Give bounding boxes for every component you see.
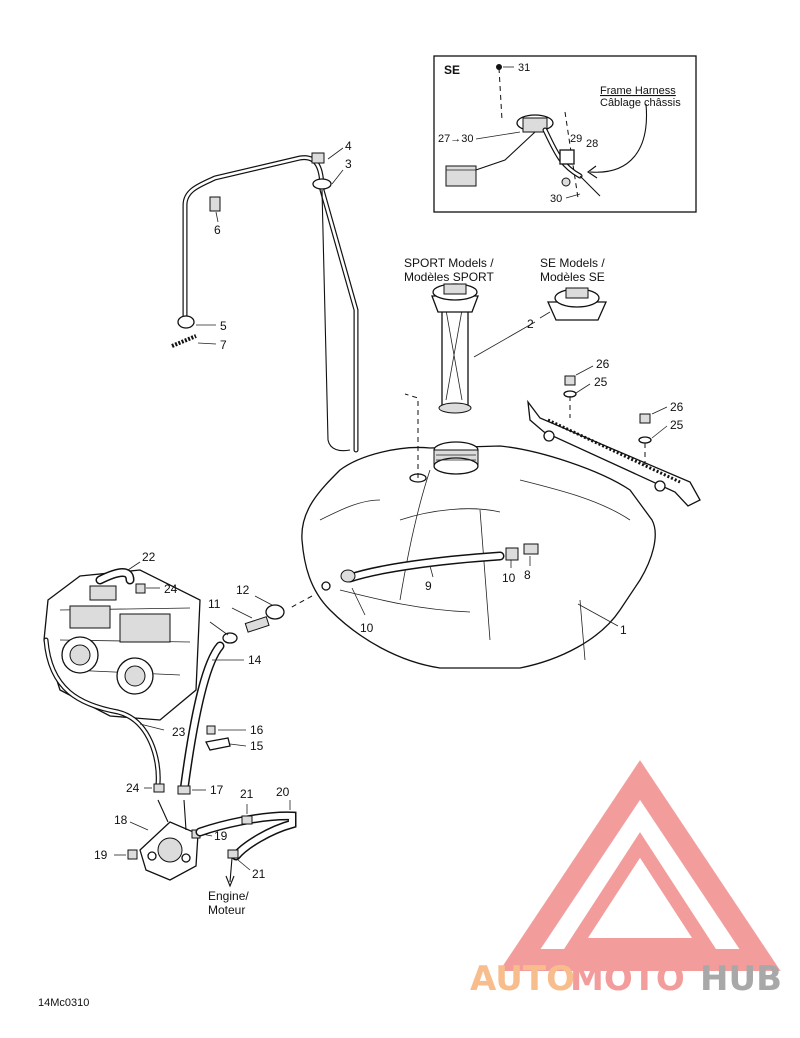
part-number-7: 7 xyxy=(220,338,227,352)
part-number-8: 8 xyxy=(524,568,531,582)
part-number-15: 15 xyxy=(250,739,264,753)
part-number-24a: 24 xyxy=(164,582,178,596)
part-number-26b: 26 xyxy=(670,400,684,414)
watermark-text-hub: HUB xyxy=(700,959,782,999)
carburetor-assembly xyxy=(43,569,201,721)
se-filler-cap xyxy=(546,287,608,321)
vent-spring xyxy=(171,334,197,348)
part-number-10b: 10 xyxy=(502,571,516,585)
fuel-gauge-sender xyxy=(445,114,601,197)
part-number-28: 28 xyxy=(586,138,598,150)
fuel-pump xyxy=(127,799,201,881)
part-number-11: 11 xyxy=(208,597,221,611)
part-number-18: 18 xyxy=(114,813,128,827)
part-number-21a: 21 xyxy=(240,787,254,801)
part-number-17: 17 xyxy=(210,783,224,797)
watermark-text-moto: MOTO xyxy=(570,959,685,999)
fuel-tank xyxy=(301,393,656,669)
se-models-caption-en: SE Models / xyxy=(540,256,605,270)
engine-caption-fr: Moteur xyxy=(208,903,245,917)
part-number-25a: 25 xyxy=(594,375,608,389)
sport-models-caption-fr: Modèles SPORT xyxy=(404,270,494,284)
part-number-27-30: 27→30 xyxy=(438,133,473,145)
sport-filler-neck xyxy=(431,283,479,414)
part-number-26a: 26 xyxy=(596,357,610,371)
part-number-19b: 19 xyxy=(94,848,108,862)
tank-mounting-bracket xyxy=(527,375,701,507)
part-number-5: 5 xyxy=(220,319,227,333)
part-number-21b: 21 xyxy=(252,867,266,881)
engine-caption-en: Engine/ xyxy=(208,889,249,903)
part-number-19a: 19 xyxy=(214,829,228,843)
vent-valve xyxy=(311,152,325,164)
part-number-29: 29 xyxy=(570,133,582,145)
tank-outlet-fitting xyxy=(222,595,313,644)
part-number-14: 14 xyxy=(248,653,262,667)
part-number-3: 3 xyxy=(345,157,352,171)
part-number-31: 31 xyxy=(518,62,530,74)
sport-models-caption-en: SPORT Models / xyxy=(404,256,494,270)
part-number-16: 16 xyxy=(250,723,264,737)
watermark-logo: AUTO MOTO HUB xyxy=(470,760,782,999)
vent-line-assembly xyxy=(171,152,359,453)
vent-clip xyxy=(209,196,221,212)
vent-grommet xyxy=(312,178,332,190)
se-inset: SE 31 27→30 29 28 30 Frame Harness Câ xyxy=(433,55,697,213)
part-number-1: 1 xyxy=(620,623,627,637)
part-number-30: 30 xyxy=(550,193,562,205)
part-number-25b: 25 xyxy=(670,418,684,432)
part-number-12: 12 xyxy=(236,583,250,597)
part-number-20: 20 xyxy=(276,785,290,799)
part-number-22: 22 xyxy=(142,550,156,564)
part-number-24b: 24 xyxy=(126,781,140,795)
part-number-9: 9 xyxy=(425,579,432,593)
harness-arrow xyxy=(589,103,648,173)
vent-loop xyxy=(177,315,195,329)
watermark-text-auto: AUTO xyxy=(470,959,575,999)
part-number-2: 2 xyxy=(527,317,534,331)
part-number-6: 6 xyxy=(214,223,221,237)
harness-label-en: Frame Harness xyxy=(600,85,676,97)
inset-title: SE xyxy=(444,63,460,77)
hose-support-bracket xyxy=(205,725,231,751)
part-number-23: 23 xyxy=(172,725,186,739)
part-number-4: 4 xyxy=(345,139,352,153)
figure-code: 14Mc0310 xyxy=(38,997,89,1009)
harness-label-fr: Câblage châssis xyxy=(600,97,681,109)
part-number-10a: 10 xyxy=(360,621,374,635)
se-models-caption-fr: Modèles SE xyxy=(540,270,605,284)
